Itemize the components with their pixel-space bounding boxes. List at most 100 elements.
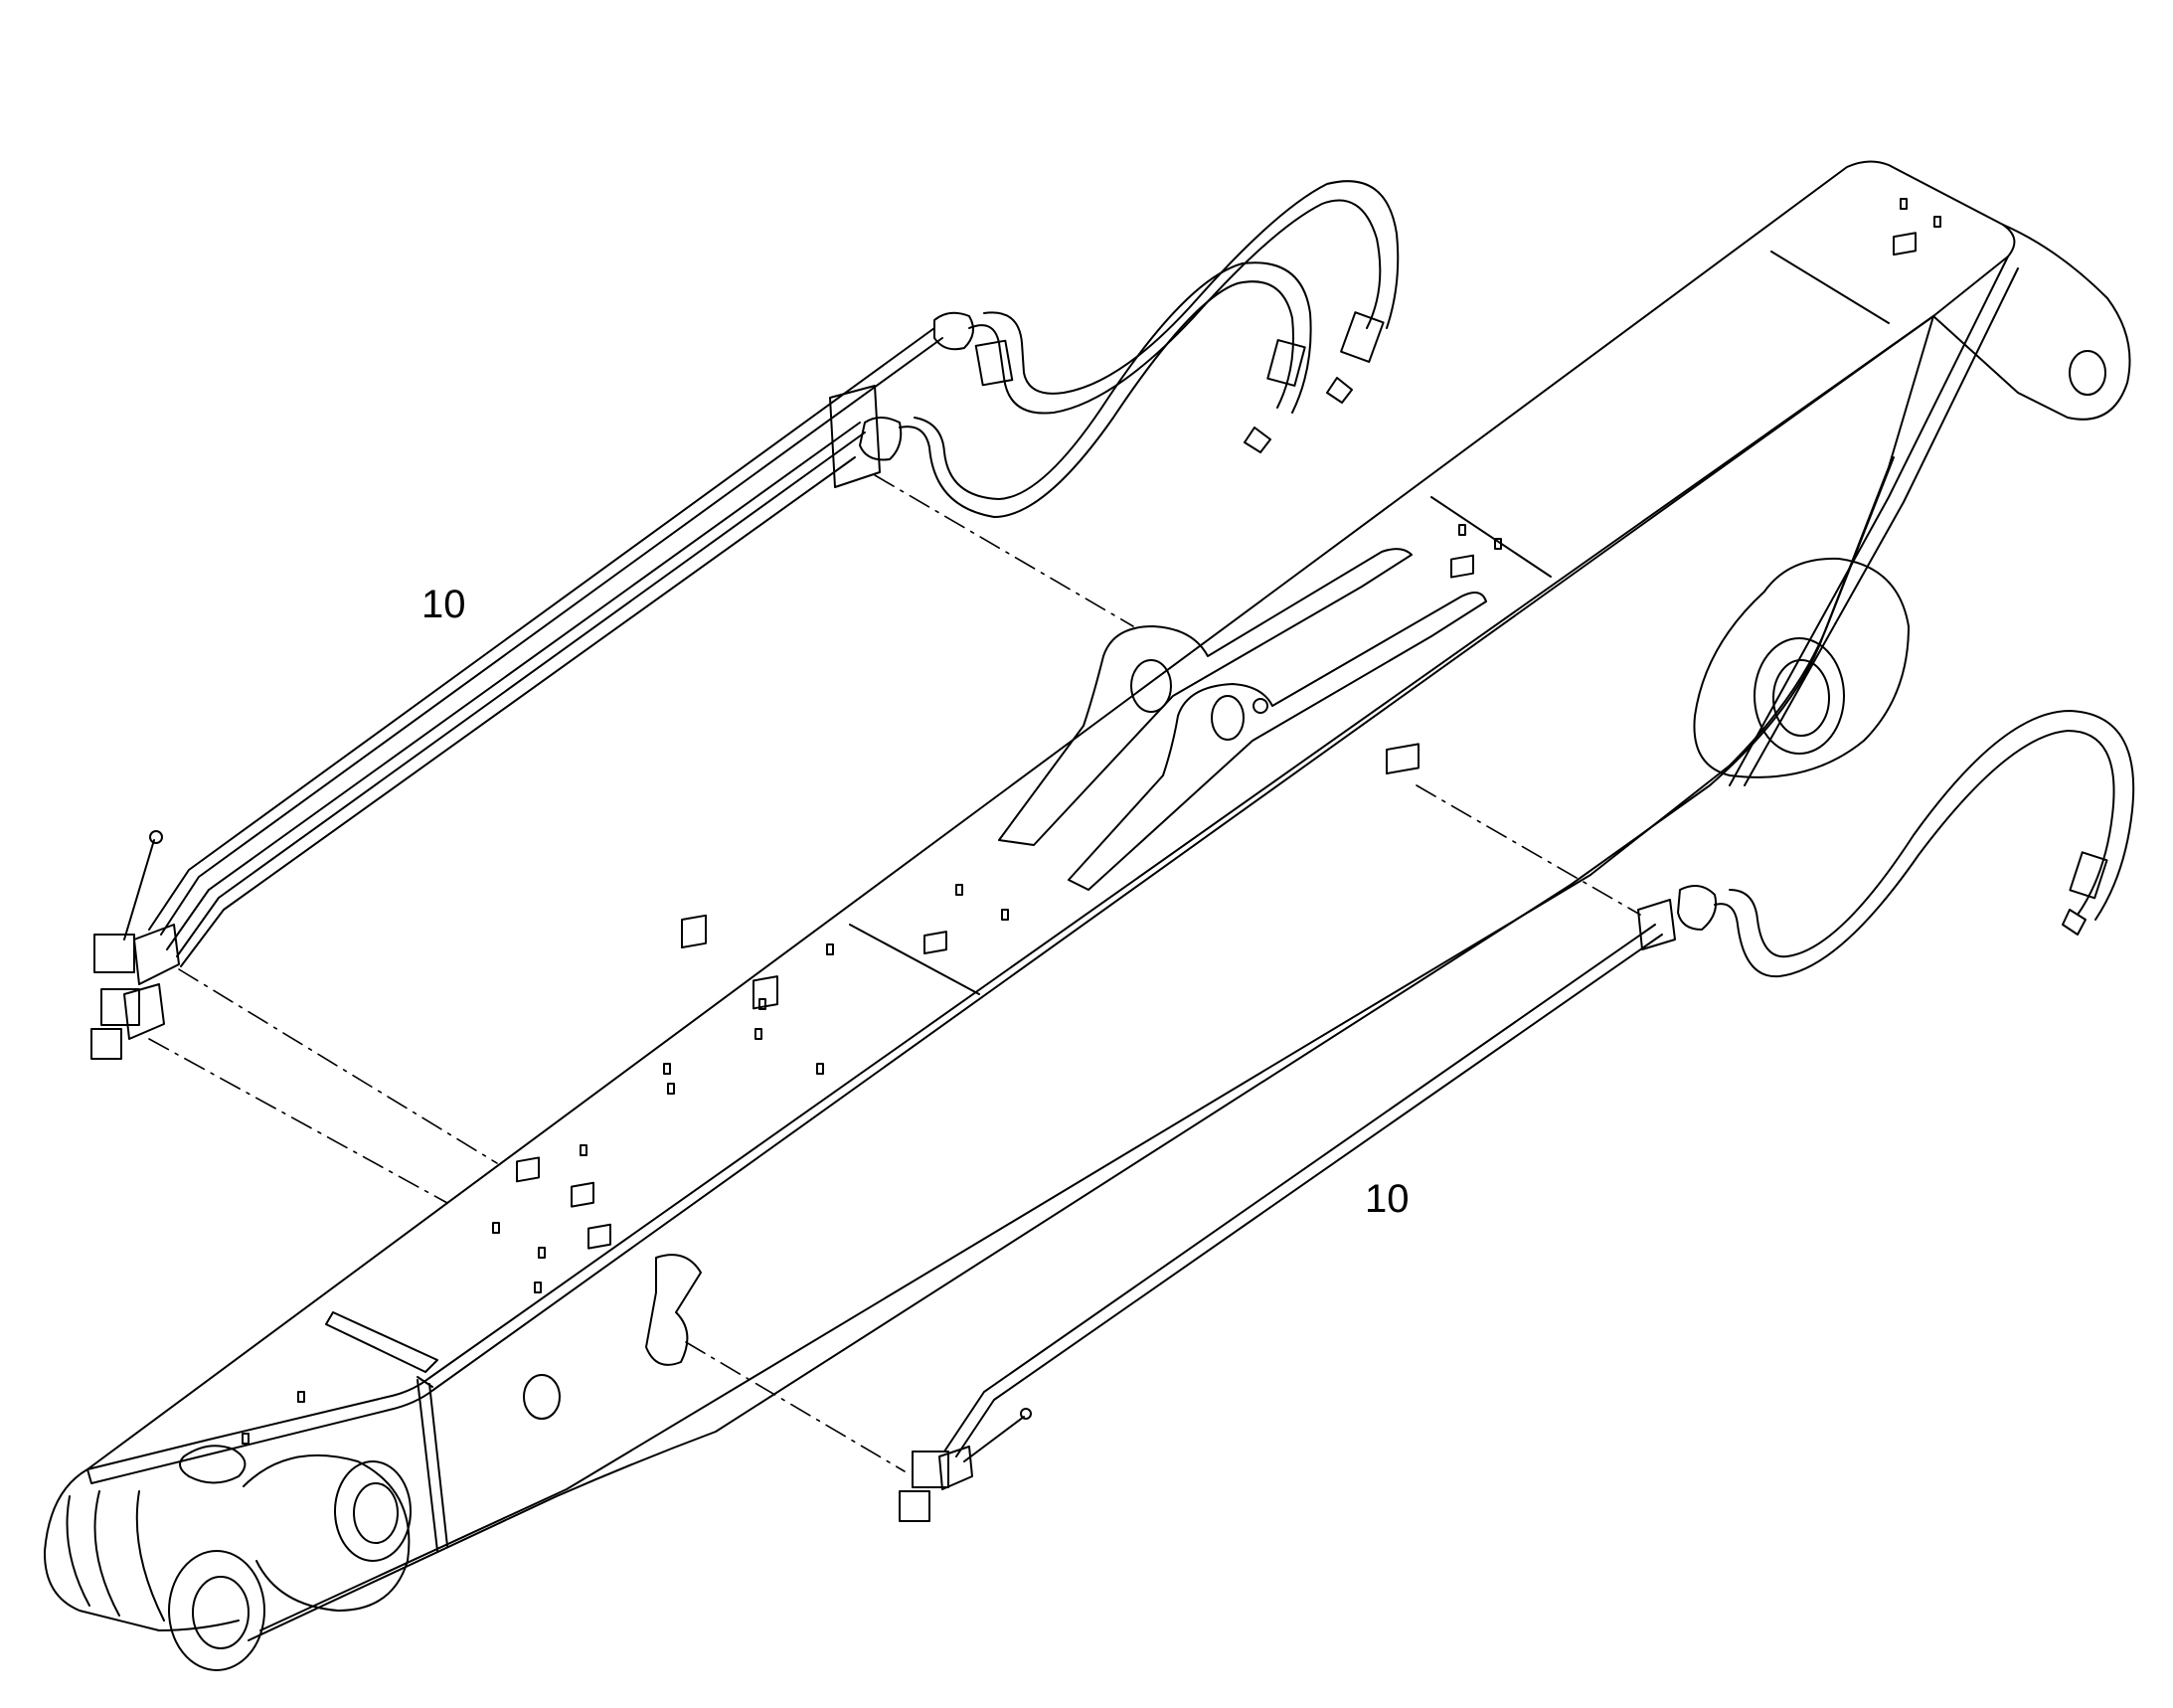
upper-rear-ferrule-a — [976, 341, 1012, 386]
lower-lever-knob — [1021, 1409, 1031, 1419]
front-boss-bore-outer — [335, 1461, 411, 1561]
center-bracket — [999, 549, 1486, 890]
leader-upper-rear — [875, 475, 1133, 626]
stud — [827, 944, 833, 954]
stud — [581, 1145, 586, 1155]
stud — [243, 1434, 249, 1444]
stud — [664, 1064, 670, 1074]
rear-boss-plate — [1694, 559, 1909, 777]
leader-lower-rear — [1417, 785, 1640, 915]
front-pivot-bore-inner — [193, 1577, 249, 1648]
bracket-bolt — [1254, 699, 1267, 713]
plate-seam-3 — [1771, 252, 1889, 323]
callout-lower-tube: 10 — [1365, 1177, 1410, 1221]
stud — [493, 1223, 499, 1233]
front-pivot-ribs — [68, 1491, 165, 1621]
stud — [755, 1029, 761, 1039]
stud — [1495, 539, 1501, 549]
upper-front-fitting-3 — [91, 1029, 121, 1059]
side-seam-front-2 — [429, 1384, 447, 1546]
stud — [1002, 910, 1008, 920]
lower-rear-clamp — [1638, 900, 1675, 949]
boom-side-lower-edge — [249, 316, 1933, 1640]
upper-hose-2-outer — [915, 262, 1311, 499]
upper-tube-a-inner — [161, 338, 942, 935]
rear-boss-bore-outer — [1755, 638, 1844, 754]
upper-front-fitting-2 — [101, 989, 139, 1025]
bracket-front-hole — [1212, 696, 1244, 740]
leader-upper-front-2 — [149, 1039, 447, 1203]
leader-lines — [149, 475, 1640, 1471]
boom-top-plate — [87, 161, 2014, 1469]
clip-pad-6 — [1894, 233, 1916, 255]
stud — [1934, 217, 1940, 227]
plate-features — [180, 199, 1940, 1483]
upper-front-fitting-1 — [94, 935, 134, 972]
leader-upper-front-1 — [179, 969, 497, 1163]
upper-hose-1-end — [1327, 378, 1352, 403]
rear-diagonal-rails — [1730, 256, 2018, 785]
stud — [539, 1248, 545, 1258]
upper-lever — [124, 840, 154, 939]
clip-pad-2 — [572, 1183, 593, 1207]
leader-lower-front — [686, 1342, 905, 1471]
boom-top-plate-edge — [87, 1390, 433, 1483]
clip-pad-3 — [588, 1225, 610, 1249]
upper-front-clamp — [134, 925, 179, 984]
stud — [668, 1084, 674, 1094]
rear-pivot-hole — [2070, 351, 2105, 395]
upper-tube-b — [167, 423, 860, 949]
bracket-rear-ear — [999, 549, 1412, 845]
clip-pad-4 — [924, 932, 946, 953]
stud — [1459, 525, 1465, 535]
stud — [535, 1282, 541, 1292]
upper-front-clamp-2 — [124, 984, 164, 1039]
stud — [759, 999, 765, 1009]
lower-front-clamp — [939, 1447, 972, 1489]
upper-tube-assembly — [91, 181, 1398, 1059]
callout-upper-tube: 10 — [421, 583, 466, 626]
lower-lever — [964, 1417, 1024, 1461]
oval-plate — [180, 1446, 245, 1482]
lower-rear-fitting — [1678, 886, 1716, 930]
rear-pivot — [1694, 225, 2129, 785]
mount-block-1 — [682, 916, 706, 947]
stud — [1901, 199, 1907, 209]
bracket-front-ear — [1069, 593, 1486, 890]
lower-front-fitting-1 — [913, 1452, 948, 1487]
front-pivot-bore-outer — [169, 1551, 264, 1670]
plate-seam-1 — [850, 925, 979, 994]
lower-hose-end — [2063, 910, 2086, 935]
clip-pad-1 — [517, 1157, 539, 1181]
upper-hose-1-outer — [984, 181, 1398, 394]
upper-hose-2-ferrule — [1267, 340, 1304, 386]
lower-hose-ferrule — [2070, 852, 2106, 898]
hole-strip-plate — [326, 1312, 437, 1372]
front-pivot-housing — [45, 1469, 239, 1630]
stud — [298, 1392, 304, 1402]
upper-rear-fitting-1 — [934, 313, 973, 349]
stud — [956, 885, 962, 895]
lower-tube-a-inner — [956, 935, 1662, 1456]
upper-rear-fitting-2 — [860, 418, 901, 459]
stud-group — [243, 199, 1940, 1444]
upper-hose-1-ferrule — [1341, 312, 1384, 362]
bracket-rear-hole — [1131, 660, 1171, 712]
upper-rear-clamp — [830, 386, 880, 487]
lower-hose-outer — [1730, 711, 2133, 956]
front-pivot — [45, 1455, 411, 1670]
rear-boss-bore-inner — [1773, 660, 1829, 736]
boom-side-top-edge — [433, 316, 1933, 1390]
boom-body — [87, 161, 2014, 1640]
clip-pad-5 — [1451, 556, 1473, 578]
upper-hose-1 — [969, 201, 1380, 414]
rear-clip-block — [1387, 744, 1419, 773]
front-pivot-boss — [244, 1455, 409, 1611]
boom-side-lower-edge-inner — [260, 457, 1894, 1630]
bracket-plate-side — [646, 1255, 701, 1365]
upper-tube-b-inner — [177, 432, 865, 956]
upper-tube-c — [181, 457, 855, 966]
upper-hose-2 — [900, 281, 1293, 517]
